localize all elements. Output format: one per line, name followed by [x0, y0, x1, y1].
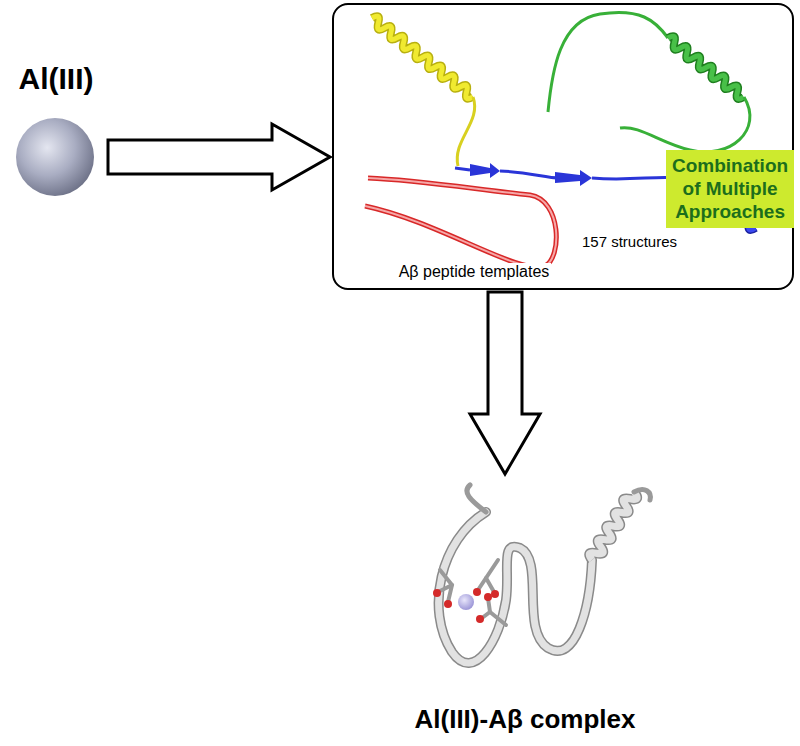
method-box: Combination of Multiple Approaches [666, 150, 794, 228]
blue-coil [455, 168, 470, 170]
yellow-helix [369, 14, 476, 101]
text-holder: Al(III) [8, 62, 104, 96]
template-box: 157 structures Aβ peptide templates [332, 3, 794, 290]
text-holder: Combination of Multiple Approaches [672, 155, 788, 223]
text-holder: Aβ peptide templates [364, 263, 584, 281]
complex-node: Al(III)-Aβ complex [380, 476, 670, 740]
complex-structure [433, 485, 650, 663]
red-hairpin [365, 178, 556, 267]
aluminium-sphere [16, 118, 94, 196]
red-hairpin [365, 178, 556, 267]
hollow-arrow [108, 124, 330, 190]
yellow-coil [457, 97, 474, 166]
green-helix [665, 34, 747, 101]
text-holder: Al(III)-Aβ complex [380, 704, 670, 735]
green-coil [548, 12, 668, 112]
blue-strand [470, 163, 500, 178]
green-coil [620, 97, 750, 152]
box-caption: Aβ peptide templates [397, 263, 552, 281]
count-label: 157 structures [580, 233, 679, 250]
hollow-arrow [470, 292, 540, 474]
method-label: Combination of Multiple Approaches [672, 155, 788, 223]
blue-strand [555, 170, 592, 186]
ion-node: Al(III) [8, 62, 104, 202]
blue-coil [500, 171, 560, 178]
ion-label: Al(III) [19, 62, 94, 96]
text-holder: 157 structures [580, 233, 740, 251]
complex-label: Al(III)-Aβ complex [415, 704, 636, 735]
